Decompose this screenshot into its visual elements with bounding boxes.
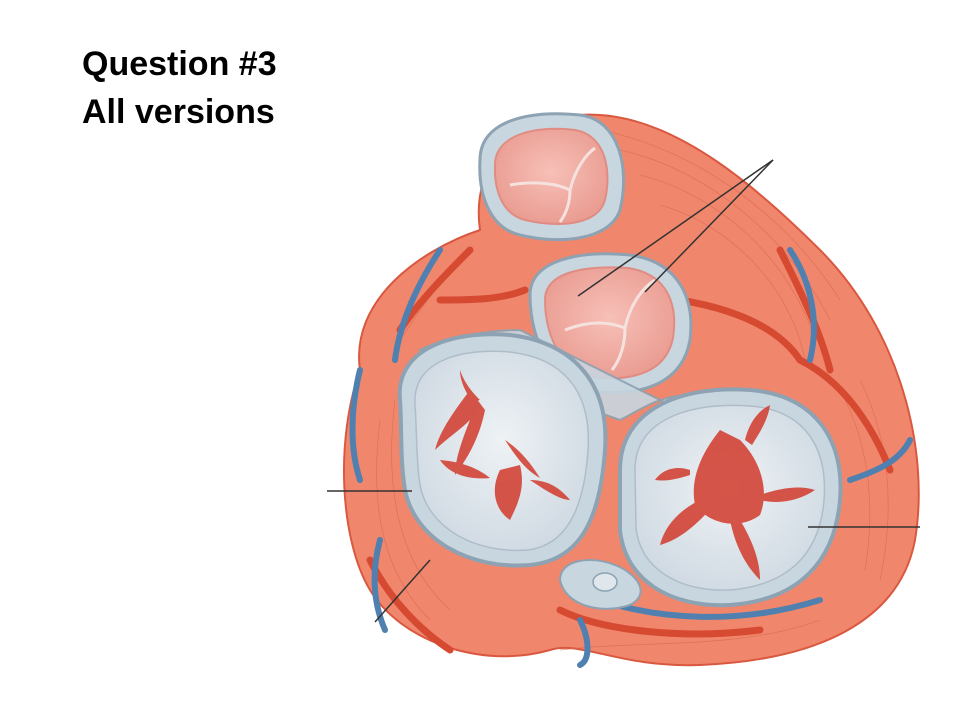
coronary-arteries <box>366 246 894 654</box>
question-number: Question #3 <box>82 45 277 83</box>
question-title: Question #3 All versions <box>82 40 277 136</box>
leader-line-muscle <box>374 559 431 623</box>
coronary-veins <box>349 247 913 668</box>
coronary-sinus-opening <box>558 559 642 610</box>
pulmonary-valve <box>478 112 626 242</box>
leader-line-aortic-1 <box>577 159 774 297</box>
tricuspid-chordae <box>435 370 570 520</box>
tricuspid-valve <box>397 332 608 568</box>
mitral-valve <box>618 387 843 608</box>
leader-line-aortic-2 <box>644 159 774 293</box>
label-leader-lines <box>327 159 920 623</box>
mitral-chordae <box>655 405 815 580</box>
question-versions: All versions <box>82 93 275 131</box>
